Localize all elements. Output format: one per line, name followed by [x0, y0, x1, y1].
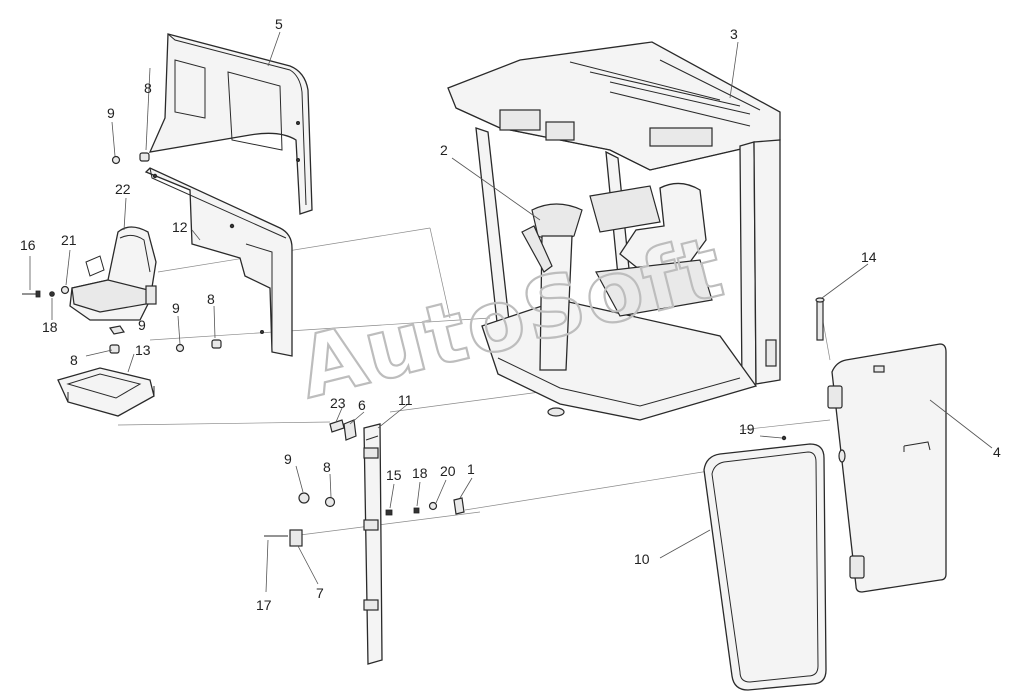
callout-23: 23	[330, 395, 346, 411]
callout-8-foot: 8	[70, 352, 78, 368]
callout-15: 15	[386, 467, 402, 483]
callout-2: 2	[440, 142, 448, 158]
footrest-part	[57, 367, 155, 417]
callout-3: 3	[730, 26, 738, 42]
callout-19: 19	[739, 421, 755, 437]
pillar-trim-part	[363, 423, 383, 665]
callout-17: 17	[256, 597, 272, 613]
callout-5: 5	[275, 16, 283, 32]
callout-10: 10	[634, 551, 650, 567]
callout-9-center: 9	[284, 451, 292, 467]
callout-7: 7	[316, 585, 324, 601]
callout-18-center: 18	[412, 465, 428, 481]
callout-16: 16	[20, 237, 36, 253]
callout-13: 13	[135, 342, 151, 358]
callout-11: 11	[398, 392, 413, 408]
callout-9-top: 9	[107, 105, 115, 121]
callout-18-left: 18	[42, 319, 58, 335]
callout-21: 21	[61, 232, 77, 248]
callout-8-center: 8	[323, 459, 331, 475]
leader-lines	[29, 31, 993, 593]
operator-seat-part	[69, 226, 157, 321]
rear-panel-part	[144, 167, 293, 357]
callout-4: 4	[993, 444, 1001, 460]
callout-8-panel: 8	[207, 291, 215, 307]
fasteners-center	[264, 419, 465, 547]
callout-9-panel: 9	[172, 300, 180, 316]
callout-12: 12	[172, 219, 188, 235]
callout-22: 22	[115, 181, 131, 197]
callout-9-seat: 9	[138, 317, 146, 333]
window-glass-part	[703, 435, 827, 691]
callout-14: 14	[861, 249, 877, 265]
cab-body-part	[447, 41, 781, 421]
fasteners-left	[22, 152, 222, 354]
callout-8-top: 8	[144, 80, 152, 96]
callout-20: 20	[440, 463, 456, 479]
callout-labels: 5 3 2 14 4 19 10 8 9 22 12 16 21 18 9 9 …	[20, 16, 1001, 613]
callout-6: 6	[358, 397, 366, 413]
door-part	[827, 343, 947, 593]
assembly-lines	[117, 227, 831, 536]
hinge-pin-part	[815, 297, 825, 341]
roof-liner-part	[148, 33, 313, 215]
callout-1: 1	[467, 461, 475, 477]
